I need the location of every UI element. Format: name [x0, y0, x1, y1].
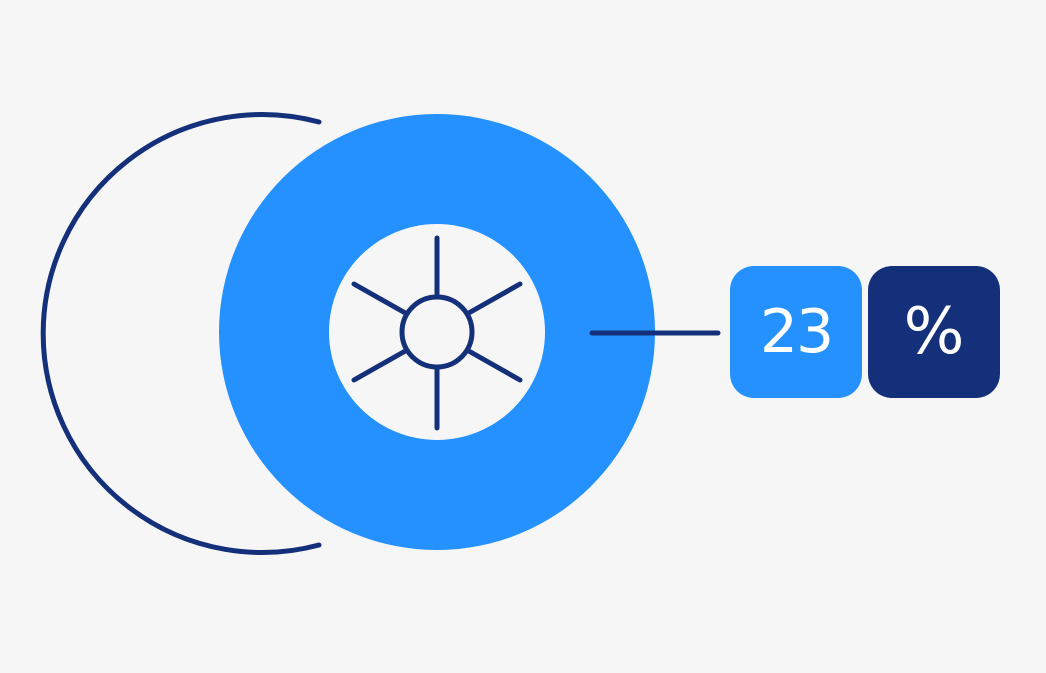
wheel-hub — [399, 294, 475, 370]
orbit-arc-icon — [40, 112, 322, 555]
stat-unit: % — [903, 295, 965, 369]
wheel-spokes — [351, 235, 523, 431]
stat-value: 23 — [759, 297, 834, 367]
stat-value-badge: 23 — [730, 266, 862, 398]
tire-wheel-icon — [219, 114, 655, 550]
stat-unit-badge: % — [868, 266, 1000, 398]
